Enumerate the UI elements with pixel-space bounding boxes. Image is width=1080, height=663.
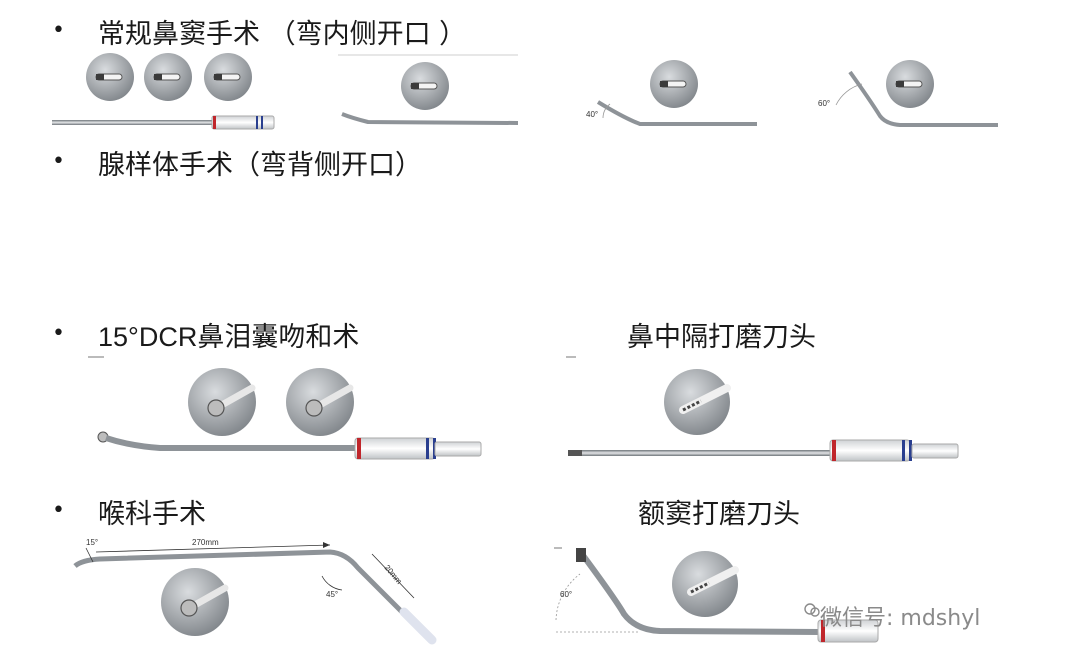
instrument-frontal-burr <box>554 547 879 643</box>
angle-label-60-frontal: 60° <box>560 590 573 599</box>
section-heading-sinus: 常规鼻窦手术 （弯内侧开口 ） <box>98 19 467 50</box>
tip-detail-lens <box>885 59 935 109</box>
angle-label-45: 45° <box>326 590 339 599</box>
angle-arc <box>835 83 863 106</box>
instrument-dcr-burr <box>88 356 482 460</box>
tip-detail-lens <box>85 52 135 102</box>
instrument-straight <box>52 115 275 130</box>
section-heading-dcr: 15°DCR鼻泪囊吻和术 <box>98 322 360 352</box>
section-heading-laryngeal: 喉科手术 <box>98 499 206 530</box>
angle-arc <box>602 103 611 119</box>
tip-detail-ball-burr <box>286 368 354 436</box>
bullet: • <box>52 498 65 523</box>
length-label-270: 270mm <box>192 538 219 547</box>
septum-burr-label: 鼻中隔打磨刀头 <box>627 322 816 353</box>
tip-detail-lens <box>649 59 699 109</box>
tip-detail-lens <box>203 52 253 102</box>
instrument-curved-60 <box>848 70 998 127</box>
frontal-burr-label: 额窦打磨刀头 <box>638 499 800 530</box>
tip-detail-lens <box>143 52 193 102</box>
bullet: • <box>52 321 65 346</box>
tip-detail-ball-burr <box>188 368 256 436</box>
instrument-curved-40 <box>596 100 757 126</box>
wechat-icon <box>804 603 820 617</box>
angle-label-60: 60° <box>818 99 831 108</box>
watermark: 微信号: mdshyl <box>820 606 981 631</box>
tip-detail-drill <box>672 551 738 617</box>
angle-label-40: 40° <box>586 110 599 119</box>
angle-label-15: 15° <box>86 538 99 547</box>
tip-detail-drill <box>664 369 730 435</box>
tip-detail-ball-burr <box>161 568 229 636</box>
bullet: • <box>52 18 65 43</box>
section-heading-adenoid: 腺样体手术（弯背侧开口） <box>98 150 422 181</box>
instrument-curved-15 <box>341 112 519 125</box>
instrument-septum-burr <box>566 356 959 462</box>
bullet: • <box>52 149 65 174</box>
tip-detail-lens <box>400 61 450 111</box>
instrument-laryngeal <box>73 542 437 645</box>
